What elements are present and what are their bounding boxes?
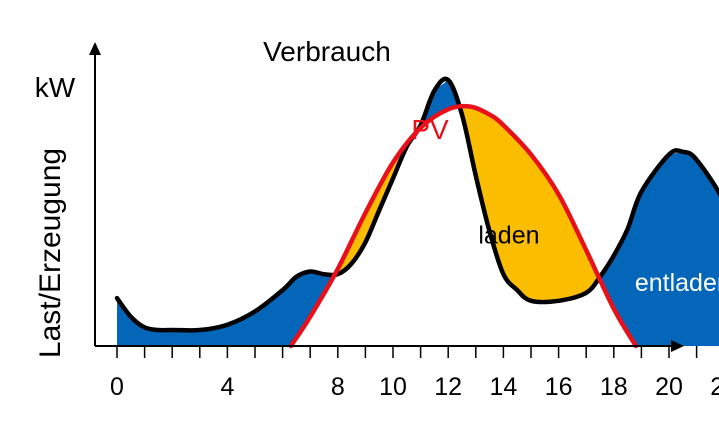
series-label-pv: PV [411, 114, 449, 145]
x-tick-label: 0 [110, 373, 124, 401]
series-label-verbrauch: Verbrauch [263, 36, 391, 67]
fill-entladen-region [600, 151, 719, 346]
x-tick-label: 12 [434, 373, 462, 401]
x-tick-label: 8 [331, 373, 345, 401]
annotation-entladen: entladen [635, 269, 719, 297]
x-tick-label: 20 [655, 373, 683, 401]
series-line-pv [288, 103, 639, 349]
x-tick-label: 14 [489, 373, 517, 401]
fill-laden-region [460, 106, 599, 301]
x-tick-label: 22 [710, 373, 719, 401]
x-axis-arrow [671, 340, 684, 352]
area-fills [117, 80, 719, 346]
x-tick-label: 4 [220, 373, 234, 401]
x-ticks: 0 4 8 10 12 14 16 18 20 22 [110, 346, 719, 401]
x-tick-label: 18 [600, 373, 628, 401]
series-lines [114, 76, 719, 349]
x-tick-label: 16 [545, 373, 573, 401]
y-axis-title: Last/Erzeugung [34, 148, 67, 358]
fill-entladen-region [117, 271, 334, 346]
y-unit-label: kW [35, 72, 76, 103]
annotation-laden: laden [478, 221, 539, 249]
axes [89, 42, 684, 352]
y-axis-arrow [89, 42, 101, 55]
x-tick-label: 10 [379, 373, 407, 401]
series-line-verbrauch [114, 76, 719, 333]
